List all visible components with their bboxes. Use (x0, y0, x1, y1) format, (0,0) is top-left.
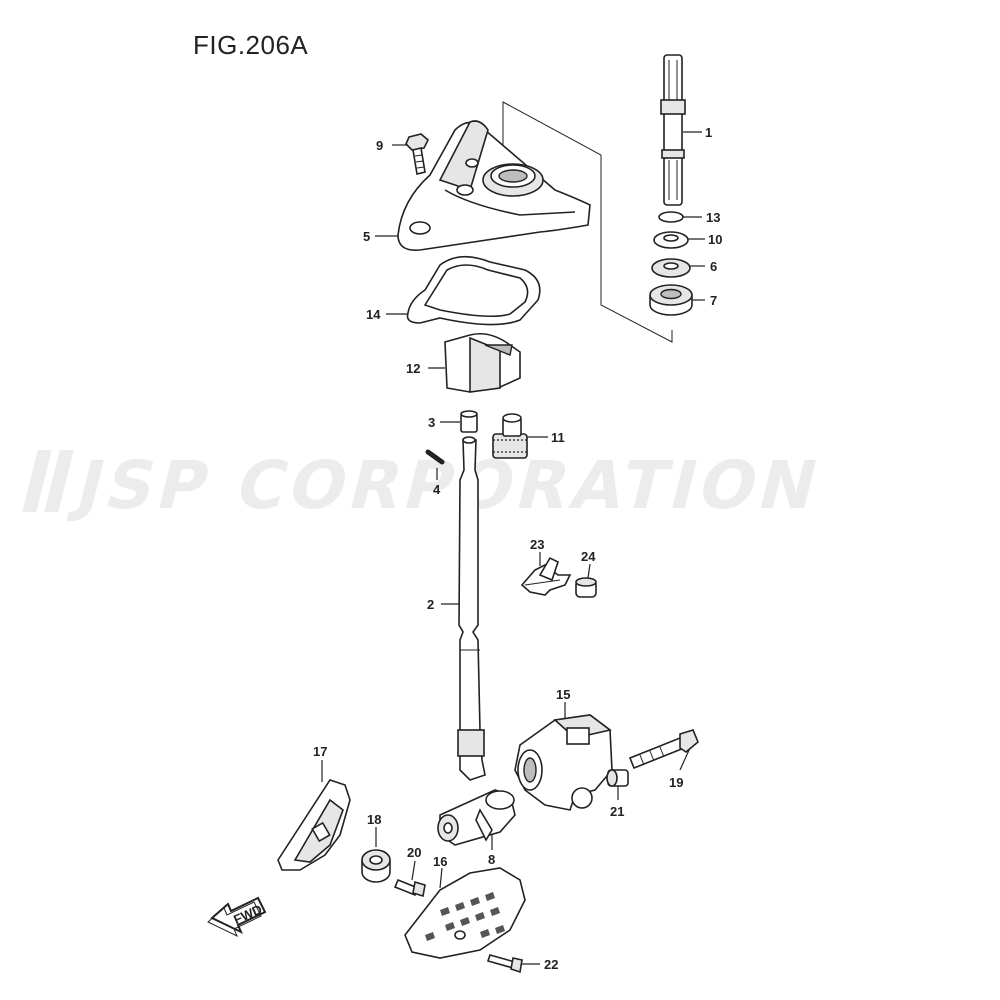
part-5-upper-housing (397, 120, 591, 252)
watermark-logo-bar (44, 450, 74, 512)
part-17-side-cover (277, 779, 351, 871)
watermark-text: JSP CORPORATION (65, 447, 829, 524)
part-1-upper-shaft (660, 54, 686, 206)
part-3-bushing (460, 410, 478, 433)
callout-13: 13 (706, 210, 720, 225)
callout-4: 4 (433, 482, 441, 497)
part-21-collar (606, 769, 629, 787)
callout-10: 10 (708, 232, 722, 247)
part-10-washer (653, 231, 689, 249)
part-2-shift-rod (457, 436, 486, 781)
part-6-washer (651, 258, 691, 278)
callout-20: 20 (407, 845, 421, 860)
callout-1: 1 (705, 125, 712, 140)
callout-9: 9 (376, 138, 383, 153)
callout-8: 8 (488, 852, 495, 867)
watermark-logo-bar (22, 450, 52, 512)
part-12-cam-block (444, 332, 521, 393)
callout-14: 14 (366, 307, 381, 322)
callout-22: 22 (544, 957, 558, 972)
callout-24: 24 (581, 549, 596, 564)
fwd-label: FWD (231, 901, 264, 927)
callout-6: 6 (710, 259, 717, 274)
callout-2: 2 (427, 597, 434, 612)
part-8-lever-joint (437, 789, 516, 846)
part-20-bolt (393, 878, 426, 898)
callout-5: 5 (363, 229, 370, 244)
part-9-bolt (405, 133, 429, 175)
part-4-pin (425, 449, 445, 465)
callout-21: 21 (610, 804, 624, 819)
callout-15: 15 (556, 687, 570, 702)
callout-17: 17 (313, 744, 327, 759)
figure-title: FIG.206A (193, 30, 309, 60)
callout-23: 23 (530, 537, 544, 552)
callout-16: 16 (433, 854, 447, 869)
part-11-gear (492, 413, 528, 459)
part-15-shift-housing (514, 714, 613, 811)
callout-18: 18 (367, 812, 381, 827)
part-19-bolt (628, 729, 699, 770)
part-7-oil-seal (649, 284, 693, 316)
part-13-circlip (658, 211, 684, 223)
fwd-direction-arrow: FWD (207, 896, 267, 938)
part-18-collar (361, 849, 391, 883)
part-23-clip (520, 556, 572, 596)
part-22-screw (486, 954, 523, 974)
assembly-bracket-line (502, 101, 673, 343)
callout-3: 3 (428, 415, 435, 430)
callout-11: 11 (551, 430, 565, 445)
leader-lines (321, 131, 705, 965)
part-16-shift-cover (404, 867, 526, 959)
part-14-gasket (406, 255, 541, 326)
callout-19: 19 (669, 775, 683, 790)
callout-7: 7 (710, 293, 717, 308)
part-24-cap (575, 577, 597, 598)
callout-12: 12 (406, 361, 420, 376)
callout-labels: 1 2 3 4 5 6 7 8 9 10 11 12 13 14 15 16 1… (313, 125, 722, 972)
